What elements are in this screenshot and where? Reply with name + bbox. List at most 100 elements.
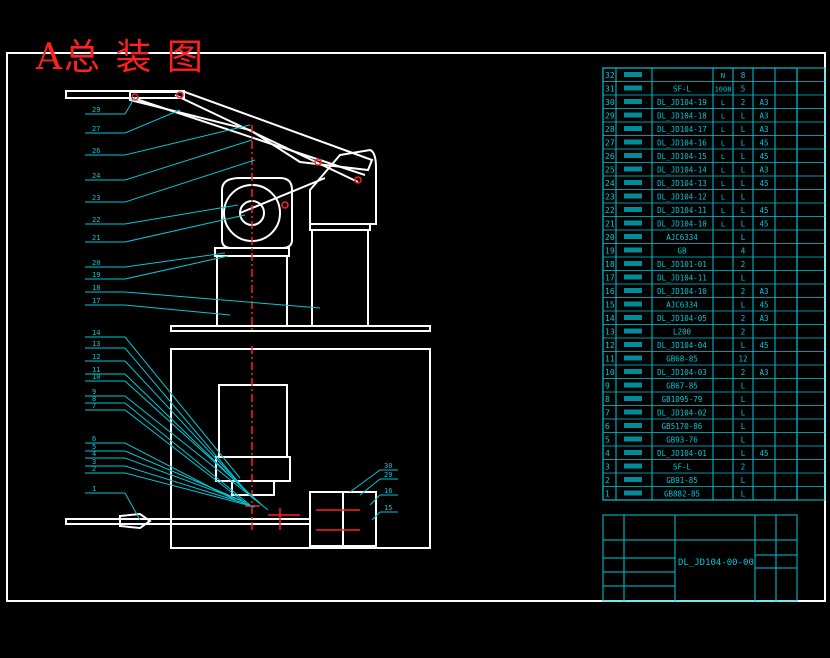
shaft-end-fitting xyxy=(119,512,152,530)
bom-name-glyph xyxy=(624,355,642,361)
bom-item-no: 24 xyxy=(605,179,615,188)
bom-item-no: 22 xyxy=(605,206,615,215)
balloon-label: 21 xyxy=(92,234,100,242)
bom-name-glyph xyxy=(624,126,642,131)
bom-name-glyph xyxy=(624,207,642,212)
leader-line xyxy=(124,465,251,506)
bom-name-glyph xyxy=(624,112,642,118)
leader-line xyxy=(124,252,226,268)
bom-item-no: 25 xyxy=(605,166,615,175)
bom-code: DL_JD104-14 xyxy=(657,166,707,175)
bom-note: 45 xyxy=(759,449,768,458)
balloon-label: 18 xyxy=(92,284,100,292)
bom-item-no: 8 xyxy=(605,395,610,404)
right-column xyxy=(311,229,369,327)
bom-material: L xyxy=(741,220,746,229)
bom-material: 2 xyxy=(741,287,746,296)
bom-code: DL_JD104-18 xyxy=(657,112,707,121)
bom-name-glyph xyxy=(624,490,642,496)
bom-note: A3 xyxy=(759,112,768,121)
bom-code: DL_JD104-15 xyxy=(657,152,707,161)
bom-material: L xyxy=(741,233,746,242)
red-details xyxy=(131,91,362,531)
bom-item-no: 12 xyxy=(605,341,615,350)
bom-material: L xyxy=(741,206,746,215)
bom-name-glyph xyxy=(624,85,642,91)
bom-code: DL_JD104-05 xyxy=(657,314,707,323)
bom-code: DL_JD104-11 xyxy=(657,274,707,283)
leader-line xyxy=(124,457,246,503)
bom-material: L xyxy=(741,301,746,310)
bom-code: AJC6334 xyxy=(666,301,698,310)
linkage-rod-b xyxy=(174,94,359,183)
coupling xyxy=(231,480,275,496)
bom-code: SF-L xyxy=(673,85,692,94)
bom-qty: L xyxy=(721,180,725,188)
bom-material: 2 xyxy=(741,98,746,107)
bom-note: A3 xyxy=(759,98,768,107)
balloon-labels-left: 2927262423222120191817141312111098765432… xyxy=(92,106,100,493)
bom-item-no: 28 xyxy=(605,125,615,134)
bom-name-glyph xyxy=(624,180,642,185)
elbow-bracket xyxy=(309,148,377,225)
bom-code: GB67-85 xyxy=(666,382,698,391)
leader-line xyxy=(124,291,321,309)
bom-item-no: 11 xyxy=(605,355,615,364)
bom-name-glyph xyxy=(624,382,642,388)
pin-joint-3 xyxy=(314,158,322,166)
bom-code: DL_JD104-13 xyxy=(657,179,707,188)
leader-line xyxy=(371,511,381,521)
bom-item-no: 7 xyxy=(605,409,610,418)
pin-joint-4 xyxy=(354,176,362,184)
bom-qty: 1008 xyxy=(715,86,732,94)
bom-material: L xyxy=(741,152,746,161)
bom-note: A3 xyxy=(759,125,768,134)
bom-code: DL_JD104-16 xyxy=(657,139,707,148)
bom-code: DL_JD101-01 xyxy=(657,260,707,269)
leader-line xyxy=(124,380,263,506)
bom-name-glyph xyxy=(624,247,642,253)
bom-item-no: 32 xyxy=(605,71,615,80)
leader-line xyxy=(359,478,381,496)
leader-line xyxy=(124,255,229,280)
balloon-label: 10 xyxy=(92,373,100,381)
bom-item-no: 13 xyxy=(605,328,615,337)
leader-line xyxy=(124,402,251,506)
bom-name-glyph xyxy=(624,72,642,77)
bom-name-glyph xyxy=(624,139,642,145)
leader-line xyxy=(124,409,249,506)
balloon-label: 16 xyxy=(384,487,392,495)
bom-note: 45 xyxy=(759,139,768,148)
bom-name-glyph xyxy=(624,315,642,320)
leader-line xyxy=(124,214,246,243)
balloon-label: 3 xyxy=(92,458,96,466)
bom-qty: L xyxy=(721,113,725,121)
top-arm-bar xyxy=(65,90,185,99)
bom-code: L200 xyxy=(673,328,692,337)
base-plate xyxy=(170,325,431,332)
bom-code: DL_JD104-11 xyxy=(657,206,707,215)
bom-material: L xyxy=(741,395,746,404)
balloon-label: 27 xyxy=(92,125,100,133)
bom-material: L xyxy=(741,179,746,188)
bom-item-no: 23 xyxy=(605,193,615,202)
bom-note: A3 xyxy=(759,368,768,377)
balloon-label: 29 xyxy=(384,471,392,479)
pin-joint-5 xyxy=(281,201,289,209)
bom-item-no: 10 xyxy=(605,368,615,377)
bom-material: L xyxy=(741,112,746,121)
balloon-label: 9 xyxy=(92,388,96,396)
drawing-number: DL_JD104-00-00 xyxy=(678,558,754,568)
balloon-label: 19 xyxy=(92,271,100,279)
leader-line xyxy=(349,469,381,493)
leader-line xyxy=(124,96,136,115)
leader-line xyxy=(124,347,246,491)
bom-name-glyph xyxy=(624,166,642,172)
bom-material: L xyxy=(741,409,746,418)
motor-body xyxy=(218,384,288,458)
bom-code: GB1095-79 xyxy=(662,395,703,404)
bom-material: 5 xyxy=(741,85,746,94)
bom-name-glyph xyxy=(624,153,642,158)
leader-line xyxy=(124,304,231,316)
